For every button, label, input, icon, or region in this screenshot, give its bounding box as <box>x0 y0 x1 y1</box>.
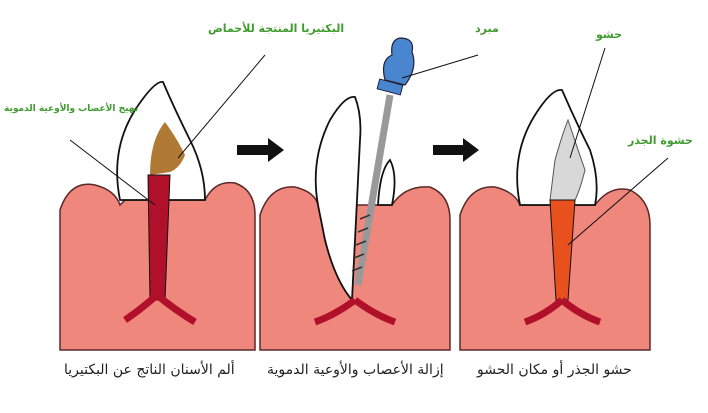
label-irritation: تهيج الأعصاب والأوعية الدموية <box>4 104 139 114</box>
pointer-filling <box>569 47 606 159</box>
panel-nerve-removal <box>259 37 479 351</box>
pointer-bacteria <box>177 54 266 159</box>
pointer-root-filling <box>567 157 669 246</box>
root-filling <box>549 199 576 301</box>
caption-nerve-removal: إزالة الأعصاب والأوعية الدموية <box>267 362 444 378</box>
file-handle <box>382 37 415 86</box>
arrow-right-icon <box>237 138 284 162</box>
dental-file <box>351 37 415 286</box>
nerve-branches <box>313 297 397 326</box>
caption-toothache: ألم الأسنان الناتج عن البكتيريا <box>64 362 235 378</box>
label-bacteria: البكتيريا المنتجة للأحماض <box>208 22 345 35</box>
panel-toothache <box>59 54 266 351</box>
tooth-crown-left <box>314 96 362 303</box>
pointer-irritation <box>69 139 156 206</box>
pointer-file <box>401 54 479 79</box>
nerve-branches <box>123 292 197 326</box>
tooth-crown-right <box>377 158 396 206</box>
file-spiral <box>351 214 371 272</box>
crown-filling <box>549 118 586 201</box>
label-file: مبرد <box>475 22 499 35</box>
bacteria-area <box>150 122 185 175</box>
label-root-filling: حشوة الجذر <box>628 134 693 147</box>
caption-root-filling: حشو الجذر أو مكان الحشو <box>477 362 632 378</box>
panel-root-filling <box>459 47 669 351</box>
arrow-right-icon <box>433 138 479 162</box>
label-filling: حشو <box>596 28 623 41</box>
nerve-branches <box>523 297 602 326</box>
